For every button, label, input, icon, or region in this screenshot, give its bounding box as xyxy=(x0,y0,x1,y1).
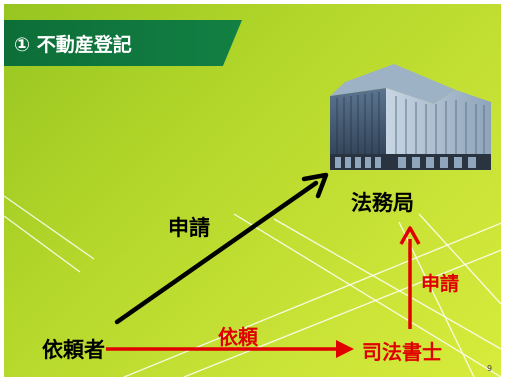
slide: ① 不動産登記 xyxy=(4,4,501,377)
apply-label-black: 申請 xyxy=(168,216,210,240)
slide-title: ① 不動産登記 xyxy=(14,34,132,56)
apply-label-red: 申請 xyxy=(421,273,460,295)
title-bar: ① 不動産登記 xyxy=(4,20,242,66)
request-label: 依頼 xyxy=(218,325,258,349)
request-arrow-red xyxy=(106,340,354,358)
legal-affairs-bureau-label: 法務局 xyxy=(351,191,414,215)
diagram-canvas xyxy=(106,64,491,358)
office-building-icon xyxy=(330,64,491,170)
client-label: 依頼者 xyxy=(42,338,105,362)
apply-arrow-red xyxy=(399,226,421,329)
apply-arrow-black xyxy=(114,172,329,325)
judicial-scrivener-label: 司法書士 xyxy=(362,340,442,364)
page-number: 9 xyxy=(487,364,493,373)
